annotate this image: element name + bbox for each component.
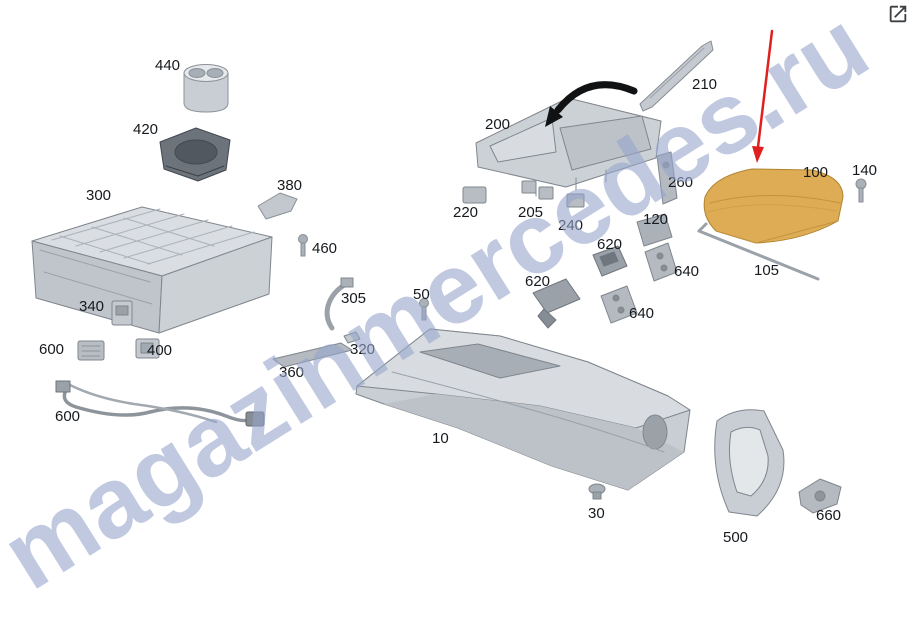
part-label-220: 220 xyxy=(453,204,479,221)
part-420-cupholder-housing xyxy=(159,127,231,182)
part-30-grommet xyxy=(588,483,606,500)
part-360-rail xyxy=(272,342,353,368)
part-label-620a: 620 xyxy=(597,236,623,253)
part-305-cable-bracket xyxy=(324,277,354,331)
part-240-clip xyxy=(566,193,585,208)
part-500-rear-vent-housing xyxy=(714,409,785,517)
part-label-600b: 600 xyxy=(55,408,81,425)
part-300-console-module xyxy=(31,206,273,334)
part-210-side-strip xyxy=(639,40,714,112)
rotate-direction-arrow xyxy=(545,81,638,127)
part-100-armrest-lid xyxy=(703,168,844,244)
part-label-205: 205 xyxy=(518,204,544,221)
part-340-switch xyxy=(111,300,133,326)
part-50-screw xyxy=(419,298,429,321)
part-label-300: 300 xyxy=(86,187,112,204)
part-label-30: 30 xyxy=(588,505,605,522)
part-380-trim-strip xyxy=(257,192,298,220)
part-label-660: 660 xyxy=(816,507,842,524)
part-label-440: 440 xyxy=(155,57,181,74)
part-label-420: 420 xyxy=(133,121,159,138)
part-label-210: 210 xyxy=(692,76,718,93)
part-620-switch-a xyxy=(592,245,628,277)
part-label-600a: 600 xyxy=(39,341,65,358)
part-10-console-body xyxy=(355,328,691,491)
part-label-305: 305 xyxy=(341,290,367,307)
part-label-500: 500 xyxy=(723,529,749,546)
part-label-140: 140 xyxy=(852,162,878,179)
part-label-620b: 620 xyxy=(525,273,551,290)
part-200-trim-panel xyxy=(475,97,662,197)
part-400-bracket xyxy=(135,338,160,359)
part-label-640b: 640 xyxy=(629,305,655,322)
part-460-screw xyxy=(298,234,308,257)
part-label-100: 100 xyxy=(803,164,829,181)
part-205-clips xyxy=(521,180,554,200)
part-620-switch-b xyxy=(532,278,581,329)
part-640-bracket-b xyxy=(600,285,638,324)
part-600-wiring-harness xyxy=(55,380,265,427)
highlight-arrow xyxy=(752,29,774,163)
part-105-rod xyxy=(697,222,820,281)
part-label-120: 120 xyxy=(643,211,669,228)
part-660-bracket xyxy=(798,478,842,514)
part-label-360: 360 xyxy=(279,364,305,381)
part-label-240: 240 xyxy=(558,217,584,234)
part-label-380: 380 xyxy=(277,177,303,194)
part-440-cupholder-insert xyxy=(183,64,229,113)
part-120-bracket xyxy=(636,213,673,247)
part-label-320: 320 xyxy=(350,341,376,358)
external-link-icon xyxy=(889,5,907,23)
part-label-400: 400 xyxy=(147,342,173,359)
part-260-bracket xyxy=(656,151,678,205)
part-label-10: 10 xyxy=(432,430,449,447)
part-label-260: 260 xyxy=(668,174,694,191)
part-label-50: 50 xyxy=(413,286,430,303)
part-600-connector xyxy=(77,340,105,361)
external-link-button[interactable] xyxy=(887,3,909,25)
part-320-clip xyxy=(343,331,361,344)
part-label-460: 460 xyxy=(312,240,338,257)
part-220-clip xyxy=(462,186,487,204)
part-140-screw xyxy=(855,178,867,203)
part-label-340: 340 xyxy=(79,298,105,315)
part-label-200: 200 xyxy=(485,116,511,133)
part-640-bracket-a xyxy=(644,242,678,282)
part-label-640a: 640 xyxy=(674,263,700,280)
part-label-105: 105 xyxy=(754,262,780,279)
